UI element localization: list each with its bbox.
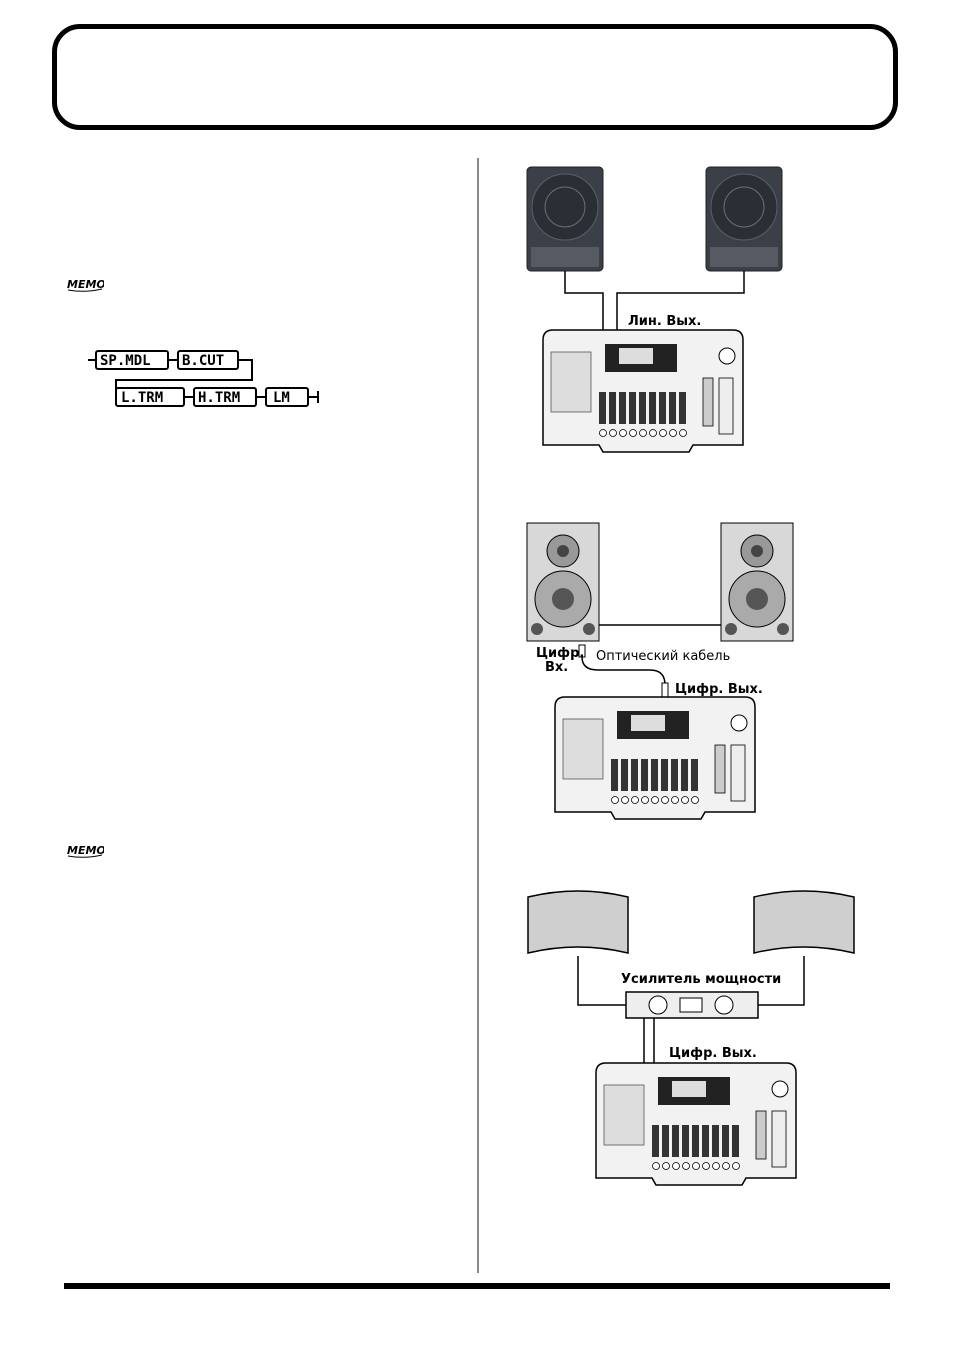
digital-out-label-d2: Цифр. Вых. [675, 682, 763, 697]
power-amp-label: Усилитель мощности [621, 972, 782, 987]
memo-icon-2: MEMO [67, 844, 104, 858]
footer-rule [64, 1283, 890, 1289]
lcd-parameter-chain: SP.MDL B.CUT L.TRM H.TRM LM [88, 350, 319, 407]
memo-label-2: MEMO [67, 844, 104, 857]
lcd-cell-b-cut: B.CUT [182, 353, 224, 369]
optical-cable-label: Оптический кабель [596, 649, 731, 664]
column-divider [477, 158, 479, 1273]
digital-out-label-d3: Цифр. Вых. [669, 1046, 757, 1061]
lcd-cell-sp-mdl: SP.MDL [100, 353, 151, 369]
memo-label: MEMO [67, 278, 104, 291]
page-title-box [52, 24, 898, 130]
lcd-cell-lm: LM [273, 390, 290, 406]
lcd-cell-l-trm: L.TRM [121, 390, 163, 406]
lcd-cell-h-trm: H.TRM [198, 390, 240, 406]
line-out-label: Лин. Вых. [628, 314, 702, 329]
digital-in-label-2: Вх. [545, 660, 569, 675]
digital-in-label-1: Цифр. [536, 646, 585, 661]
memo-icon: MEMO [67, 278, 104, 292]
